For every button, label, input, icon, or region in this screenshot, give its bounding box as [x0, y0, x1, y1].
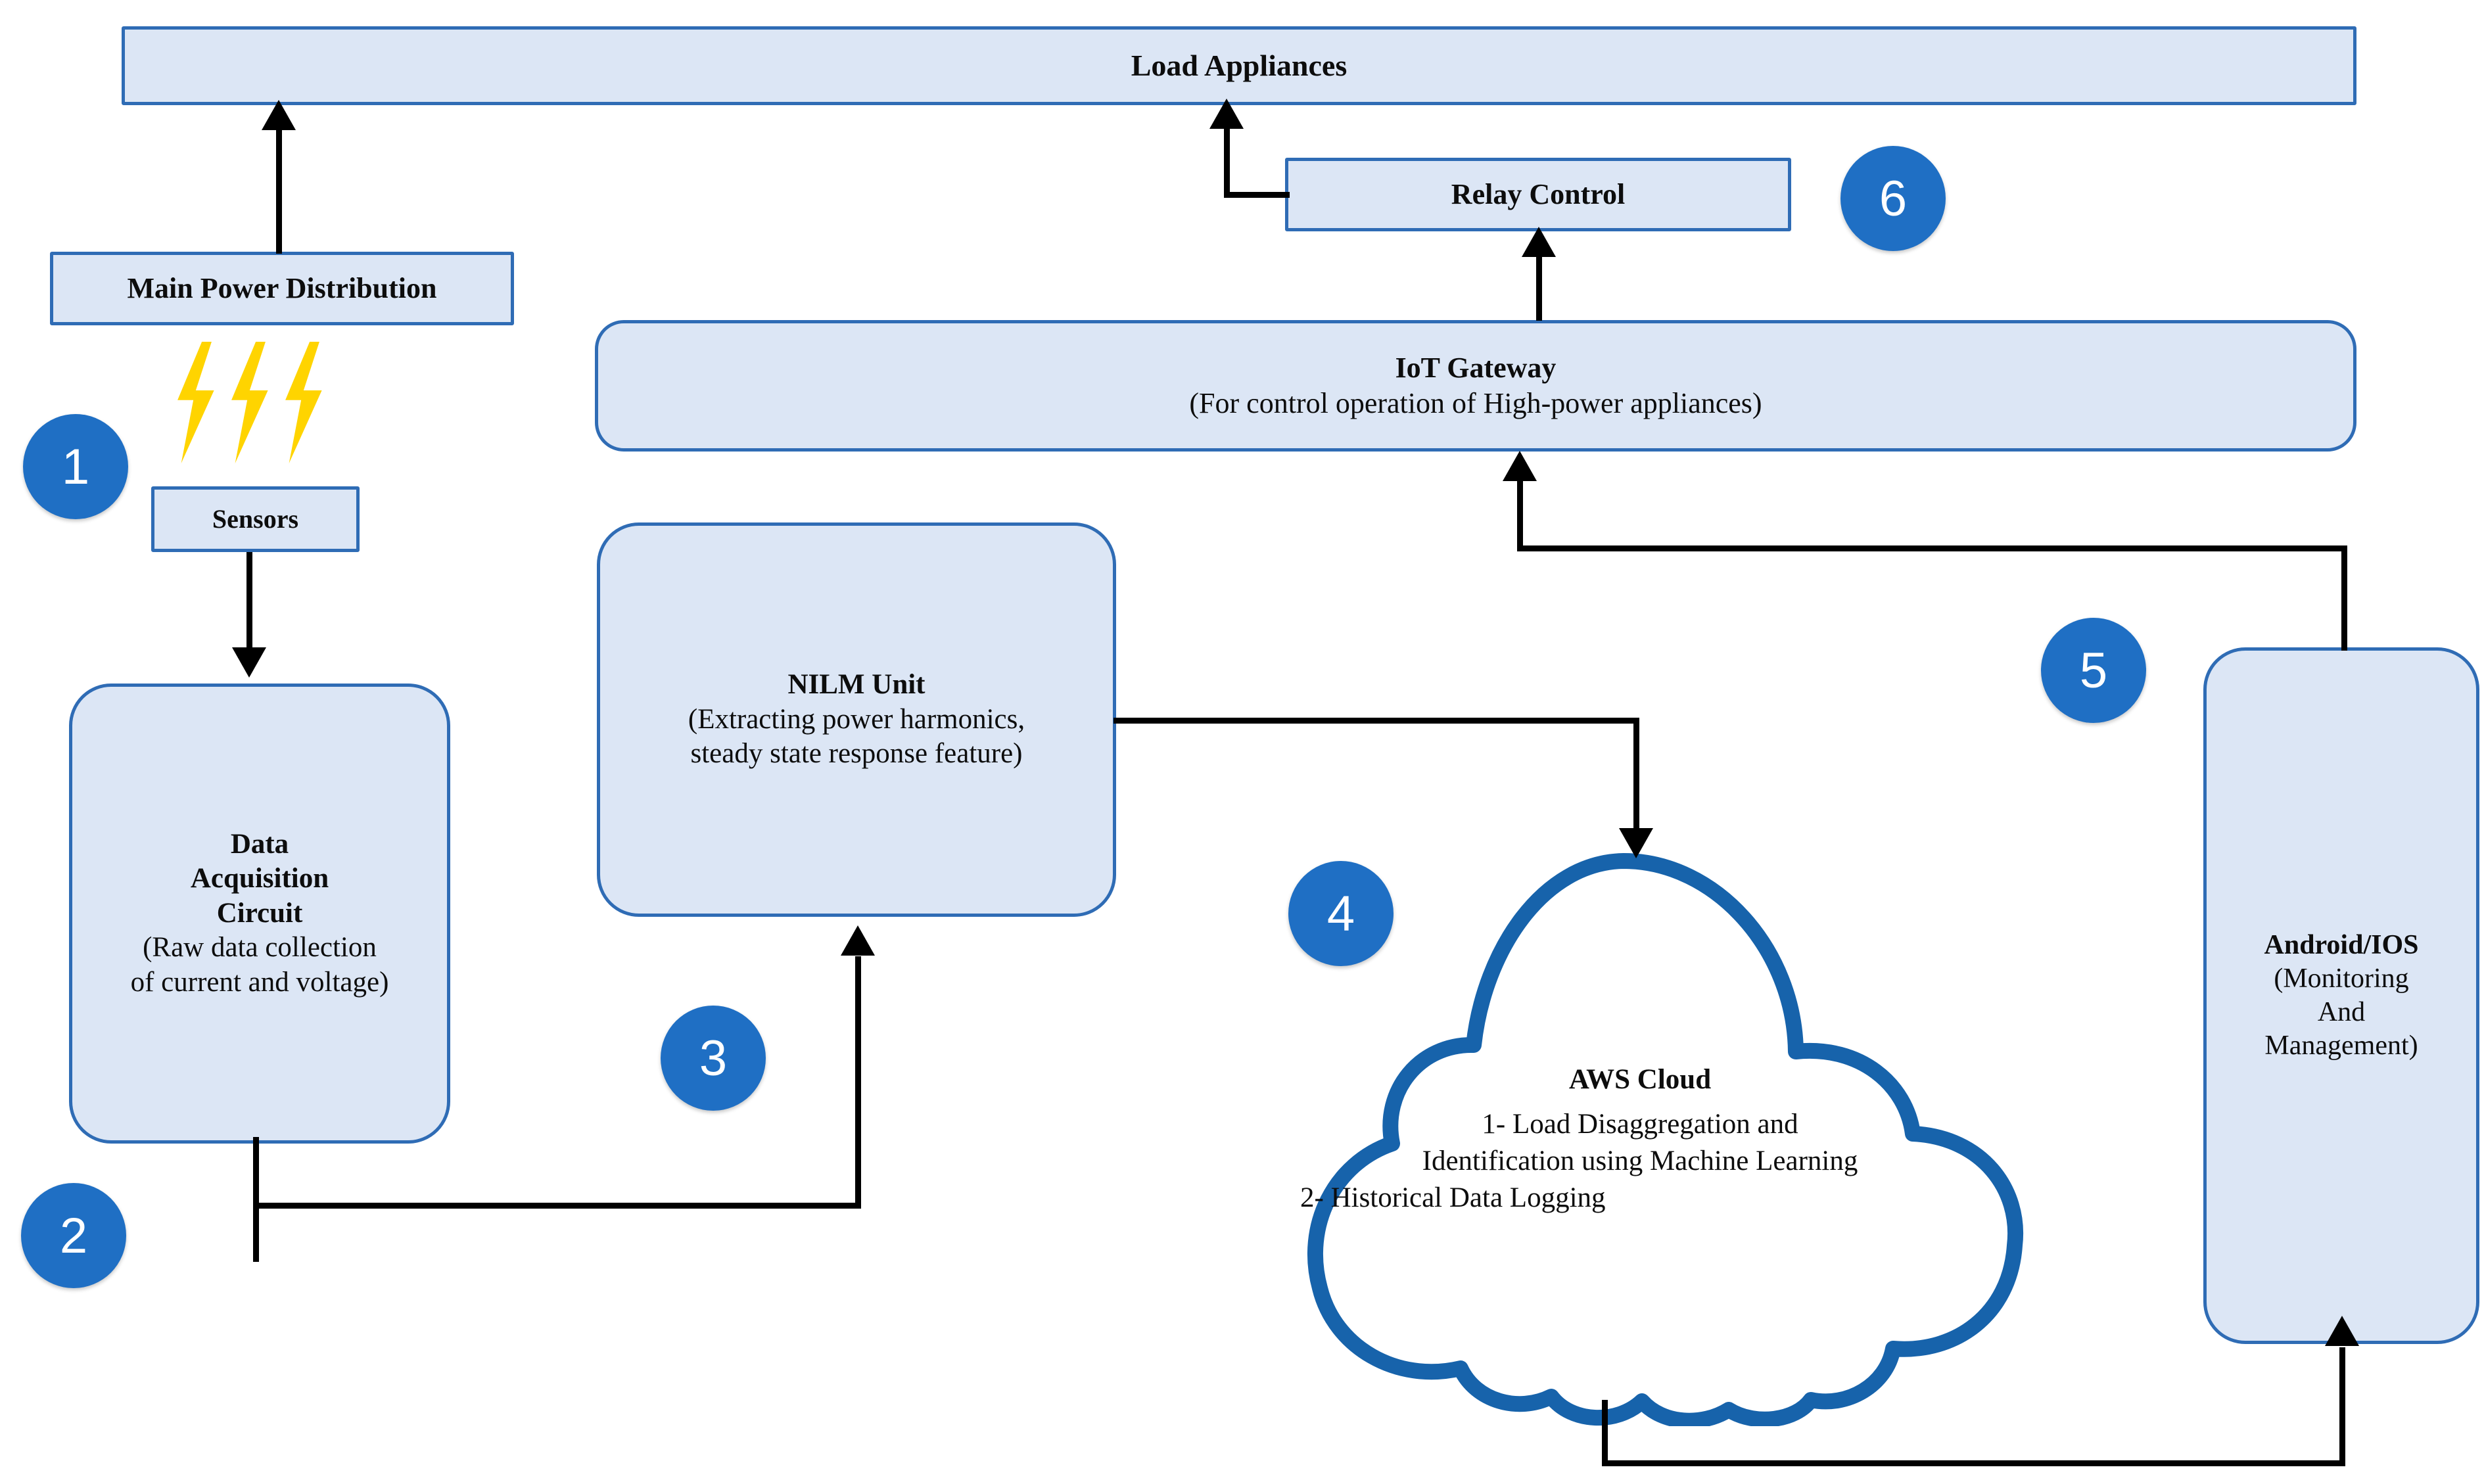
connector-sensors-to-daq-arrowhead [232, 647, 266, 678]
connector-nilm-to-cloud-arrowhead [1619, 828, 1653, 858]
badge-2-label: 2 [59, 1207, 88, 1264]
lightning-bolt-icon [231, 342, 268, 463]
mobile-app-sub-line-2: And [2317, 997, 2366, 1027]
aws-cloud-line-1: 1- Load Disaggregation and [1482, 1108, 1798, 1140]
connector-cloud-to-app-arrowhead [2325, 1316, 2359, 1346]
mobile-app-sub-line-1: (Monitoring [2274, 963, 2409, 994]
connector-app-to-gateway-arrowhead [1503, 451, 1537, 481]
daq-title-line-1: Data [230, 828, 289, 860]
daq-title-line-2: Acquisition [190, 863, 329, 894]
connector-cloud-to-app-seg-right [1602, 1460, 2345, 1466]
nilm-sub-line-2: steady state response feature) [690, 738, 1023, 770]
lightning-bolt-icon-group [170, 342, 327, 463]
daq-title-line-3: Circuit [216, 897, 303, 929]
connector-mainpower-to-load-arrowhead [262, 100, 296, 130]
badge-6-label: 6 [1879, 170, 1908, 227]
main-power-title: Main Power Distribution [127, 272, 437, 305]
connector-relay-to-load-arrowhead [1209, 99, 1244, 129]
connector-sensors-to-daq [246, 552, 252, 657]
node-mobile-app: Android/IOS (Monitoring And Management) [2203, 647, 2479, 1344]
mobile-app-title: Android/IOS [2264, 929, 2419, 960]
connector-daq-to-nilm-seg-down [253, 1137, 259, 1262]
connector-app-to-gateway-seg-up-right [2341, 545, 2347, 651]
nilm-title: NILM Unit [787, 669, 926, 701]
aws-cloud-title: AWS Cloud [1568, 1064, 1712, 1095]
node-relay-control: Relay Control [1285, 158, 1791, 231]
connector-nilm-to-cloud-seg-down [1633, 718, 1639, 839]
connector-app-to-gateway-seg-left [1517, 545, 2347, 551]
connector-cloud-to-app-seg-down [1602, 1400, 1608, 1466]
sensors-title: Sensors [212, 503, 299, 534]
aws-cloud-shape [1307, 853, 2024, 1426]
connector-gateway-to-relay [1536, 237, 1542, 321]
node-load-appliances: Load Appliances [122, 26, 2356, 105]
aws-cloud-text-block: AWS Cloud 1- Load Disaggregation and Ide… [1288, 1061, 1992, 1217]
connector-relay-to-load-seg-left [1224, 192, 1290, 198]
lightning-bolt-icon [177, 342, 214, 463]
badge-3-label: 3 [699, 1030, 728, 1086]
badge-5: 5 [2041, 618, 2146, 723]
node-nilm-unit: NILM Unit (Extracting power harmonics, s… [597, 522, 1116, 917]
daq-sub-line-1: (Raw data collection [143, 932, 377, 963]
lightning-bolt-icon [285, 342, 322, 463]
badge-2: 2 [21, 1183, 126, 1288]
connector-daq-to-nilm-arrowhead [841, 925, 875, 956]
aws-cloud-line-3: 2- Historical Data Logging [1300, 1182, 1606, 1213]
mobile-app-sub-line-3: Management) [2264, 1031, 2418, 1061]
badge-1-label: 1 [61, 438, 90, 495]
connector-nilm-to-cloud-seg-right [1113, 718, 1639, 724]
connector-app-to-gateway-seg-up-left [1517, 473, 1523, 551]
connector-gateway-to-relay-arrowhead [1522, 227, 1556, 257]
iot-gateway-sub: (For control operation of High-power app… [1189, 387, 1762, 419]
badge-4: 4 [1288, 861, 1394, 966]
node-data-acquisition-circuit: Data Acquisition Circuit (Raw data colle… [69, 684, 450, 1144]
node-main-power-distribution: Main Power Distribution [50, 252, 514, 325]
badge-4-label: 4 [1326, 885, 1355, 942]
daq-sub-line-2: of current and voltage) [130, 966, 389, 998]
aws-cloud-line-2: Identification using Machine Learning [1422, 1145, 1858, 1176]
connector-daq-to-nilm-seg-up [855, 956, 861, 1206]
relay-control-title: Relay Control [1451, 178, 1626, 211]
node-iot-gateway: IoT Gateway (For control operation of Hi… [595, 320, 2356, 452]
connector-relay-to-load-seg-up [1224, 117, 1230, 196]
badge-3: 3 [661, 1006, 766, 1111]
load-appliances-title: Load Appliances [1131, 48, 1347, 82]
connector-mainpower-to-load [276, 110, 282, 254]
connector-cloud-to-app-seg-up [2339, 1347, 2345, 1466]
badge-6: 6 [1840, 146, 1946, 251]
connector-daq-to-nilm-seg-right [253, 1203, 861, 1209]
badge-1: 1 [23, 414, 128, 519]
nilm-sub-line-1: (Extracting power harmonics, [688, 703, 1025, 735]
badge-5-label: 5 [2079, 642, 2108, 699]
iot-gateway-title: IoT Gateway [1395, 352, 1557, 384]
node-sensors: Sensors [151, 486, 360, 552]
